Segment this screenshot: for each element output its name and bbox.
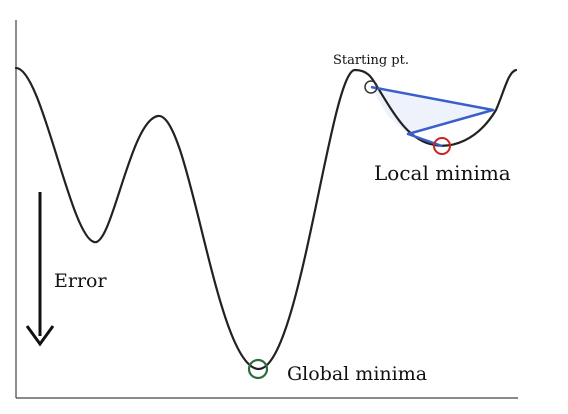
- starting-point-label: Starting pt.: [333, 53, 409, 68]
- global-minima-marker: [247, 358, 269, 380]
- local-minima-label: Local minima: [374, 161, 511, 185]
- descent-path: [370, 85, 495, 148]
- starting-point-marker: [364, 80, 378, 94]
- error-arrow-head: [25, 325, 55, 347]
- error-label: Error: [54, 270, 107, 292]
- descent-region: [371, 87, 493, 146]
- global-minima-label: Global minima: [287, 363, 427, 385]
- local-minima-marker: [433, 137, 451, 155]
